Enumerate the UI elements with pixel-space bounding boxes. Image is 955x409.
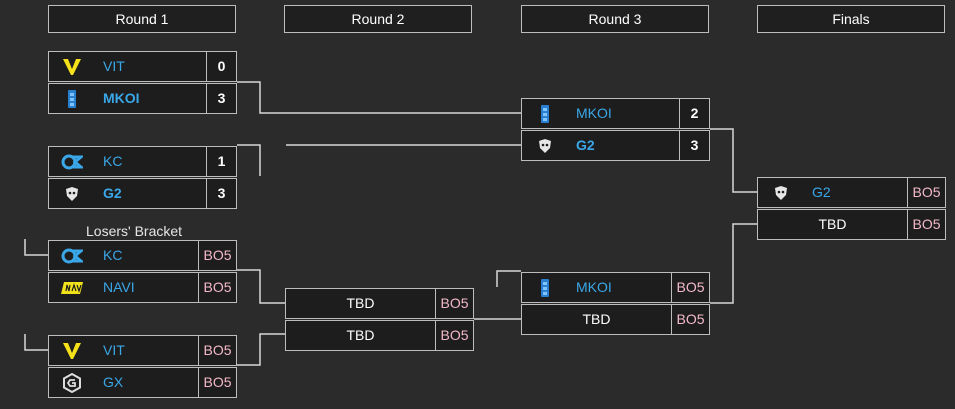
team-score: 0 [206,52,236,81]
team-name: G2 [576,137,595,153]
g2-samurai-icon [522,131,568,160]
match-format: BO5 [435,289,473,318]
match-format: BO5 [435,321,473,350]
round-header-3: Round 3 [521,5,709,33]
match-format: BO5 [198,368,236,397]
match-row[interactable]: TBD BO5 [285,288,474,319]
losers-bracket-label: Losers' Bracket [86,223,183,239]
vitality-bee-icon [49,336,95,365]
karmine-corp-icon [49,241,95,270]
match-row[interactable]: GX BO5 [48,367,237,398]
round-header-2: Round 2 [284,5,472,33]
match-row[interactable]: KC BO5 [48,240,237,271]
team-name: GX [103,374,124,390]
round-header-finals: Finals [757,5,945,33]
match-row[interactable]: MKOI BO5 [521,272,710,303]
match-format: BO5 [671,305,709,334]
match-row[interactable]: MKOI 3 [48,83,237,114]
g2-samurai-icon [758,178,804,207]
match-row[interactable]: VIT 0 [48,51,237,82]
team-name: TBD [818,216,847,232]
match-row[interactable]: G2 3 [48,178,237,209]
team-name: KC [103,247,123,263]
team-name: KC [103,153,123,169]
match-row[interactable]: TBD BO5 [285,320,474,351]
team-name: MKOI [103,90,140,106]
match-format: BO5 [198,241,236,270]
match-r3-2[interactable]: MKOI BO5 TBD BO5 [521,272,710,335]
match-r1-2[interactable]: KC 1 G2 3 [48,146,237,209]
team-score: 2 [679,99,709,128]
navi-icon [49,273,95,302]
team-name: VIT [103,342,125,358]
match-lb-2[interactable]: VIT BO5 GX BO5 [48,335,237,398]
team-name: TBD [582,311,611,327]
team-score: 3 [206,84,236,113]
g2-samurai-icon [49,179,95,208]
match-format: BO5 [907,210,945,239]
match-row[interactable]: VIT BO5 [48,335,237,366]
match-r2[interactable]: TBD BO5 TBD BO5 [285,288,474,351]
vitality-bee-icon [49,52,95,81]
match-format: BO5 [671,273,709,302]
match-row[interactable]: KC 1 [48,146,237,177]
team-score: 1 [206,147,236,176]
team-name: G2 [812,184,831,200]
team-name: VIT [103,58,125,74]
team-score: 3 [679,131,709,160]
karmine-corp-icon [49,147,95,176]
match-format: BO5 [198,336,236,365]
match-row[interactable]: TBD BO5 [521,304,710,335]
mkoi-tower-icon [522,99,568,128]
match-row[interactable]: G2 3 [521,130,710,161]
mkoi-tower-icon [522,273,568,302]
mkoi-tower-icon [49,84,95,113]
team-name: MKOI [576,105,612,121]
round-header-1: Round 1 [48,5,236,33]
match-lb-1[interactable]: KC BO5 NAVI BO5 [48,240,237,303]
team-name: TBD [346,327,375,343]
team-name: MKOI [576,279,612,295]
team-score: 3 [206,179,236,208]
match-r3-1[interactable]: MKOI 2 G2 3 [521,98,710,161]
team-name: G2 [103,185,122,201]
gx-esports-icon [49,368,95,397]
match-format: BO5 [198,273,236,302]
match-r1-1[interactable]: VIT 0 MKOI 3 [48,51,237,114]
match-row[interactable]: TBD BO5 [757,209,946,240]
match-row[interactable]: NAVI BO5 [48,272,237,303]
match-finals[interactable]: G2 BO5 TBD BO5 [757,177,946,240]
match-row[interactable]: MKOI 2 [521,98,710,129]
match-row[interactable]: G2 BO5 [757,177,946,208]
match-format: BO5 [907,178,945,207]
team-name: NAVI [103,279,135,295]
team-name: TBD [346,295,375,311]
